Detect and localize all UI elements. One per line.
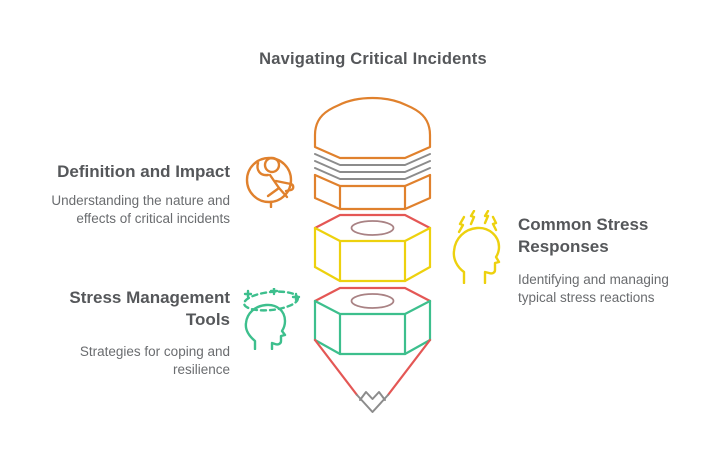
bolt-stack-diagram — [313, 96, 432, 413]
sparkle-plus-icon — [269, 288, 279, 296]
section-heading: Definition and Impact — [57, 162, 230, 181]
arrow-tip-zigzag — [359, 391, 386, 401]
stressed-head-icon — [452, 210, 501, 284]
sparkle-plus-icon — [291, 292, 301, 302]
section-description: Strategies for coping and resilience — [79, 344, 230, 377]
person-impact-icon — [245, 156, 295, 208]
lightning-bolt-icon — [457, 215, 466, 234]
section-common-stress-responses: Common Stress Responses Identifying and … — [518, 214, 718, 307]
page-title: Navigating Critical Incidents — [259, 50, 487, 68]
lightning-bolt-icon — [483, 210, 490, 225]
thread-line — [314, 167, 431, 180]
funnel-arrow — [313, 338, 432, 413]
section-description: Understanding the nature and effects of … — [51, 193, 230, 226]
dizzy-halo — [242, 290, 300, 312]
dizzy-head-icon — [242, 288, 301, 350]
thread-line — [314, 160, 431, 173]
green-nut-layer — [313, 286, 432, 356]
nut-hole — [350, 293, 395, 309]
yellow-nut-layer — [313, 213, 432, 283]
lightning-bolt-icon — [491, 215, 498, 232]
section-heading: Common Stress Responses — [518, 215, 649, 256]
arrow-tip-icon — [356, 394, 389, 413]
nut-hole — [350, 220, 395, 236]
bolt-head-layer — [313, 96, 432, 211]
section-description: Identifying and managing typical stress … — [518, 272, 669, 305]
sparkle-plus-icon — [243, 289, 253, 299]
thread-line — [314, 153, 431, 166]
section-definition-impact: Definition and Impact Understanding the … — [0, 161, 230, 228]
section-stress-management-tools: Stress Management Tools Strategies for c… — [0, 287, 230, 379]
lightning-bolt-icon — [469, 210, 476, 226]
section-heading: Stress Management Tools — [69, 288, 230, 329]
